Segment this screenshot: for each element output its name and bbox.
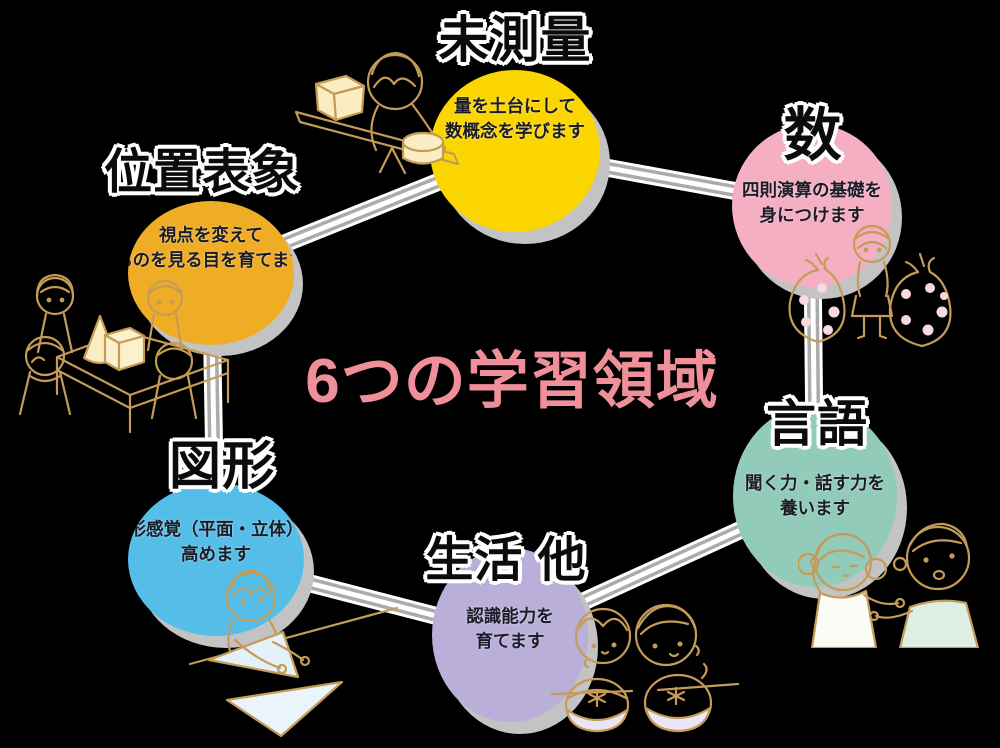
domain-description: 視点を変えて ものを見る目を育てます	[128, 223, 294, 273]
description-line: 図形感覚（平面・立体）を	[128, 519, 304, 539]
description-line: 身につけます	[759, 205, 865, 225]
domain-description: 聞く力・話す力を 養います	[745, 471, 885, 521]
domain-description: 図形感覚（平面・立体）を 高めます	[128, 517, 304, 567]
domain-label-zukei: 図形	[168, 438, 276, 496]
description-line: 聞く力・話す力を	[745, 473, 885, 493]
page-title: 6つの学習領域	[305, 347, 719, 416]
domain-label-misokuryo: 未測量	[438, 12, 592, 68]
description-line: 視点を変えて	[158, 225, 264, 245]
triangle-shapes-child-illustration	[188, 569, 399, 738]
description-line: 高めます	[181, 544, 251, 564]
talking-children-illustration	[798, 522, 980, 648]
domain-description: 認識能力を 育てます	[466, 604, 554, 654]
domain-circle-misokuryo: 量を土台にして 数概念を学びます	[430, 70, 600, 232]
domain-label-ichihyosho: 位置表象	[103, 146, 301, 199]
domain-label-seikatsu: 生活 他	[425, 534, 587, 587]
description-line: 四則演算の基礎を	[742, 180, 882, 200]
shape-table-children-illustration	[18, 273, 230, 434]
description-line: 数概念を学びます	[445, 121, 585, 141]
description-line: 量を土台にして	[454, 96, 576, 116]
fruit-observation-children-illustration	[550, 603, 740, 733]
description-line: 認識能力を	[466, 606, 554, 626]
domain-description: 量を土台にして 数概念を学びます	[445, 94, 585, 144]
description-line: 育てます	[475, 631, 545, 651]
polka-dot-bags-child-illustration	[788, 224, 952, 348]
domain-circle-zukei: 図形感覚（平面・立体）を 高めます	[128, 483, 304, 636]
domain-label-gengo: 言語	[766, 396, 868, 452]
description-line: 養います	[780, 498, 850, 518]
balance-scale-child-illustration	[294, 51, 460, 175]
domain-label-kazu: 数	[783, 103, 843, 168]
description-line: ものを見る目を育てます	[128, 250, 294, 270]
domain-circle-ichihyosho: 視点を変えて ものを見る目を育てます	[128, 201, 294, 345]
domain-description: 四則演算の基礎を 身につけます	[742, 178, 882, 228]
